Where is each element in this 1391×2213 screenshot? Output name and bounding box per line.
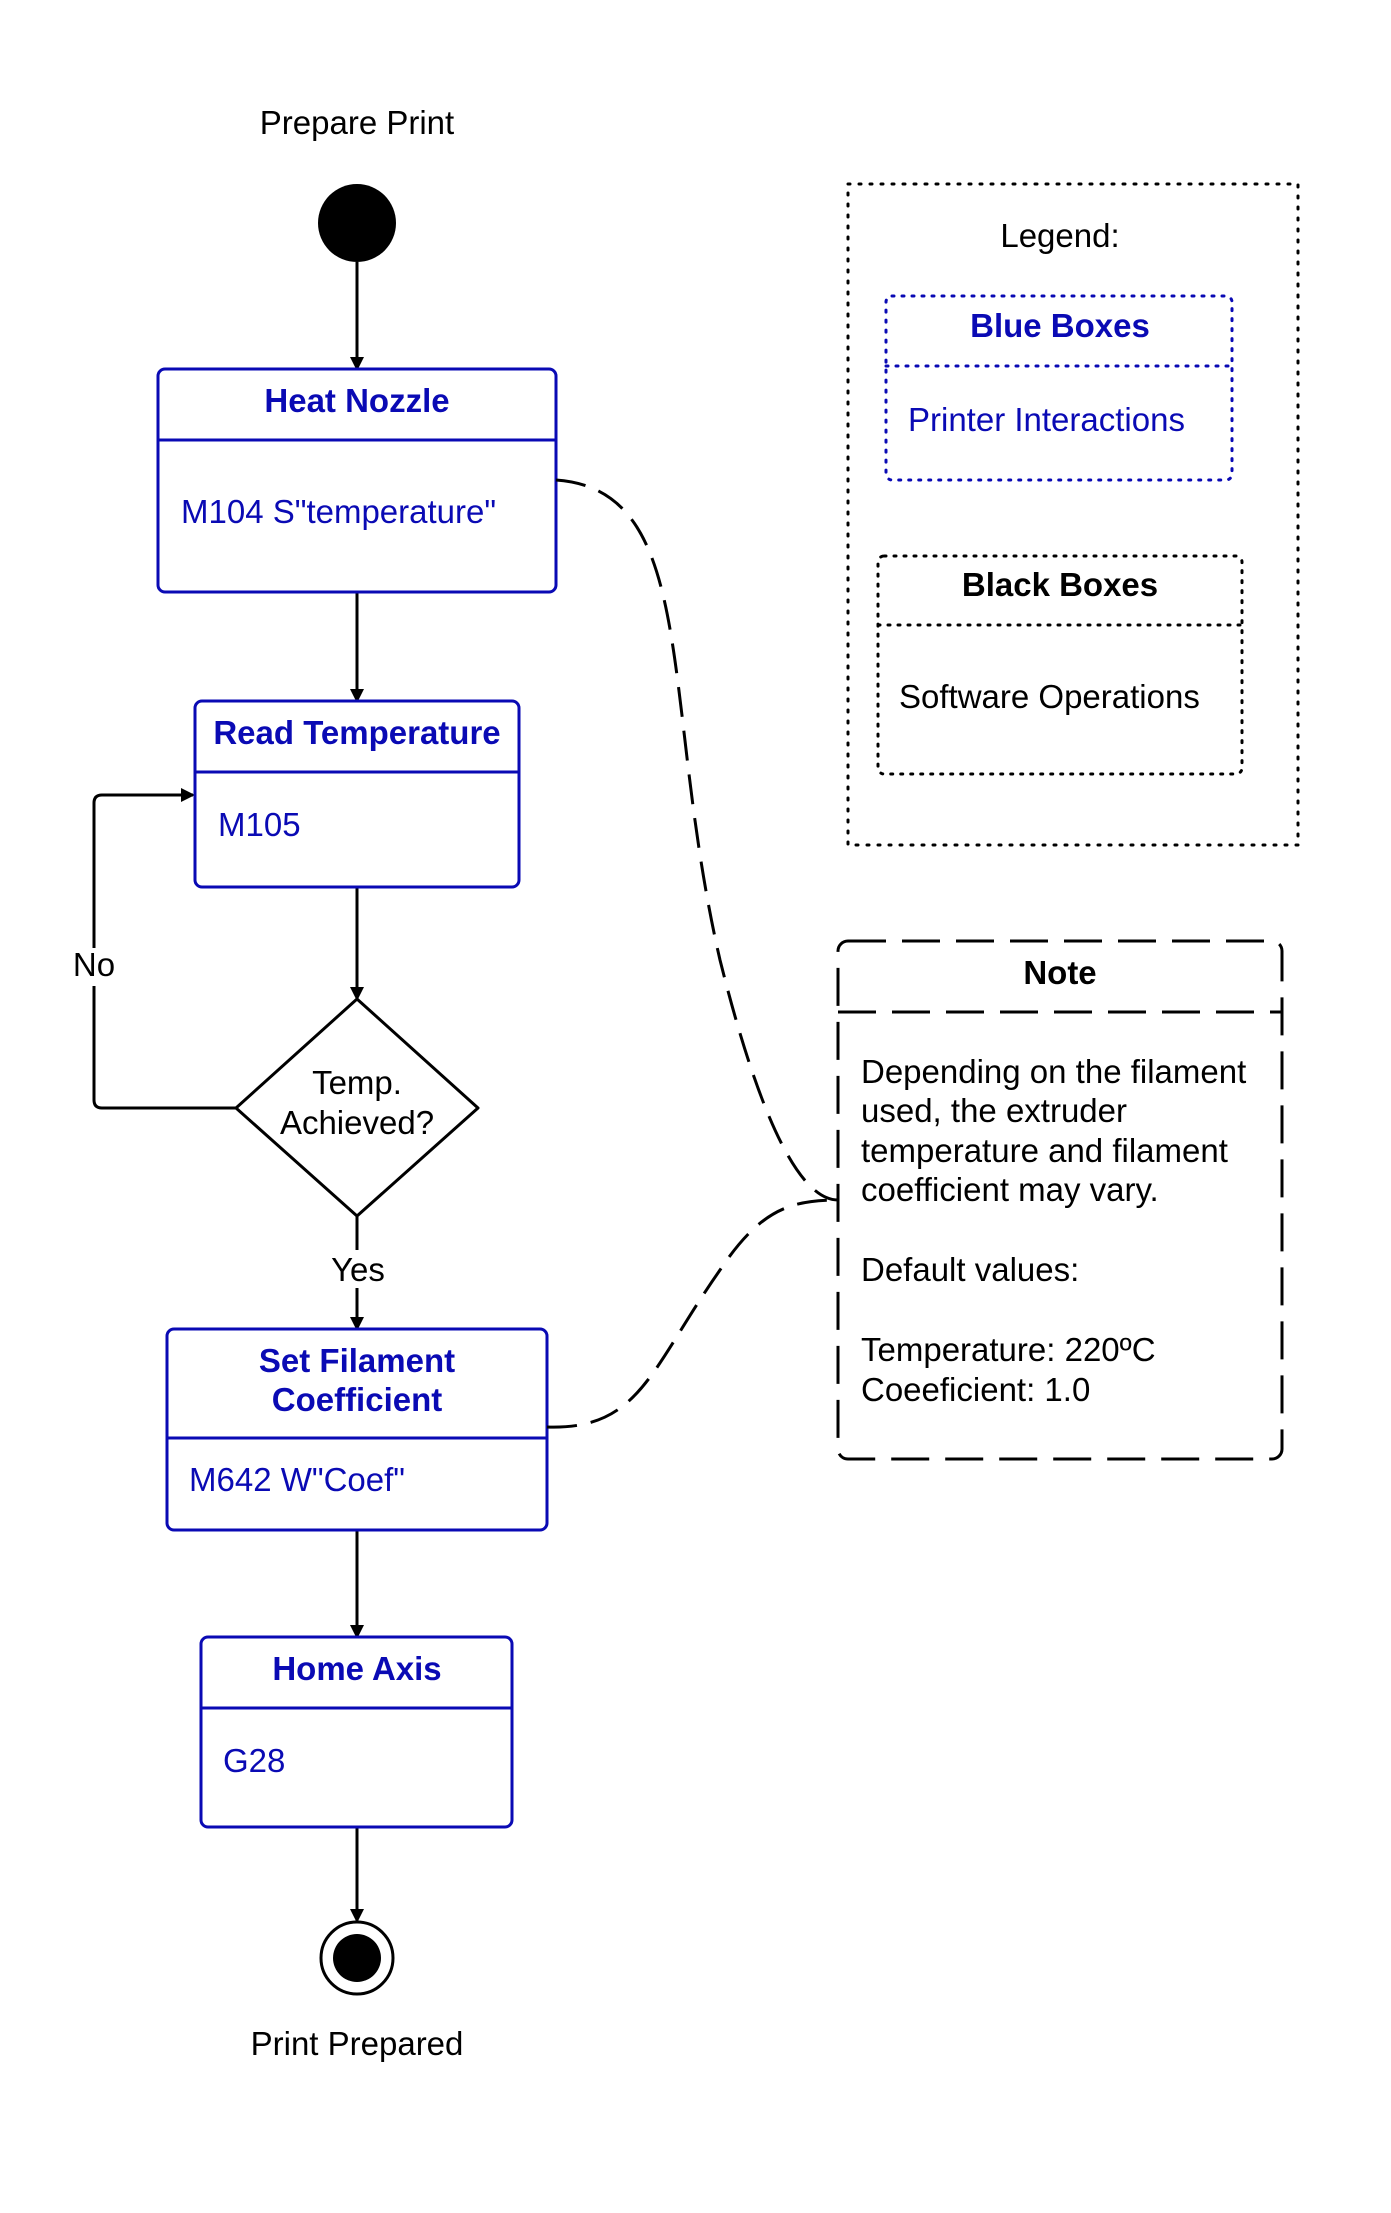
no-label: No xyxy=(73,946,115,983)
legend: Legend: Blue Boxes Printer Interactions … xyxy=(846,182,1300,847)
legend-blue-box: Blue Boxes Printer Interactions xyxy=(884,294,1234,482)
note-line: Coeeficient: 1.0 xyxy=(861,1371,1090,1408)
start-label: Prepare Print xyxy=(260,104,454,141)
legend-black-body: Software Operations xyxy=(899,678,1200,715)
note-connector-heat xyxy=(555,478,839,1202)
state-title: Home Axis xyxy=(272,1650,441,1687)
legend-blue-body: Printer Interactions xyxy=(908,401,1185,438)
legend-black-box: Black Boxes Software Operations xyxy=(876,554,1244,776)
final-node xyxy=(333,1934,381,1982)
state-title: Set Filament xyxy=(259,1342,455,1379)
decision-temp-achieved: Temp. Achieved? xyxy=(234,997,480,1218)
note-line: used, the extruder xyxy=(861,1092,1127,1129)
state-set-filament-coefficient: Set Filament Coefficient M642 W"Coef" xyxy=(165,1327,549,1532)
note-line: Depending on the filament xyxy=(861,1053,1246,1090)
state-command: M105 xyxy=(218,806,301,843)
legend-black-title: Black Boxes xyxy=(962,566,1158,603)
legend-title: Legend: xyxy=(1000,217,1119,254)
decision-line-1: Temp. xyxy=(312,1064,402,1101)
note-connector-coef xyxy=(546,1198,839,1429)
end-label: Print Prepared xyxy=(251,2025,464,2062)
decision-line-2: Achieved? xyxy=(280,1104,434,1141)
state-command: M642 W"Coef" xyxy=(189,1461,405,1498)
note-line: coefficient may vary. xyxy=(861,1171,1159,1208)
state-heat-nozzle: Heat Nozzle M104 S"temperature" xyxy=(156,367,558,594)
note-box: Note Depending on the filament used, the… xyxy=(836,939,1284,1461)
state-command: G28 xyxy=(223,1742,285,1779)
state-command: M104 S"temperature" xyxy=(181,493,496,530)
note-line: temperature and filament xyxy=(861,1132,1228,1169)
note-title: Note xyxy=(1023,954,1096,991)
note-line: Temperature: 220ºC xyxy=(861,1331,1156,1368)
state-title: Coefficient xyxy=(272,1381,443,1418)
legend-blue-title: Blue Boxes xyxy=(970,307,1150,344)
state-title: Read Temperature xyxy=(213,714,500,751)
initial-node xyxy=(318,184,396,262)
state-home-axis: Home Axis G28 xyxy=(199,1635,514,1829)
state-title: Heat Nozzle xyxy=(264,382,449,419)
yes-label: Yes xyxy=(331,1251,385,1288)
note-line: Default values: xyxy=(861,1251,1079,1288)
state-read-temperature: Read Temperature M105 xyxy=(193,699,521,889)
